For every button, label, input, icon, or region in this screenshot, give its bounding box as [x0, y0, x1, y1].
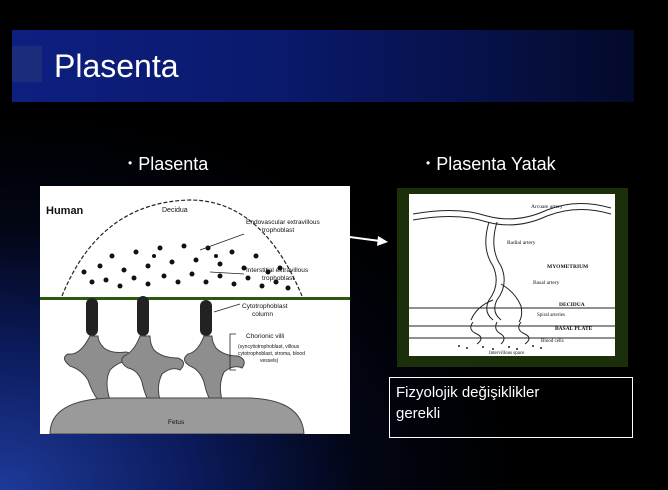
title-accent-square: [12, 46, 42, 82]
label-myometrium: MYOMETRIUM: [547, 264, 589, 270]
label-arcuate-artery: Arcuate artery: [531, 204, 563, 210]
bullet-dot-icon: •: [128, 156, 132, 170]
placenta-bed-diagram: Arcuate artery Radial artery MYOMETRIUM …: [397, 188, 628, 367]
bullet-placenta: • Plasenta: [128, 152, 208, 175]
label-villi-4: vessels): [260, 358, 279, 364]
label-endovascular: Endovascular extravillous: [246, 219, 320, 226]
label-interstitial-2: trophoblast: [262, 275, 294, 282]
label-chorionic-villi: Chorionic villi: [246, 333, 284, 340]
slide-title: Plasenta: [54, 46, 179, 86]
label-basal-plate: BASAL PLATE: [555, 326, 593, 332]
label-interstitial: Interstitial extravillous: [246, 267, 309, 274]
label-decidua-bed: DECIDUA: [559, 302, 585, 308]
label-endovascular-2: trophoblast: [262, 227, 294, 234]
caption-line-1: Fizyolojik değişiklikler: [396, 382, 626, 403]
label-cytotrophoblast-2: column: [252, 311, 273, 318]
label-radial-artery: Radial artery: [507, 240, 536, 246]
label-fetus: Fetus: [168, 419, 185, 426]
label-cytotrophoblast: Cytotrophoblast: [242, 303, 288, 310]
bullet-placenta-bed: • Plasenta Yatak: [426, 152, 556, 175]
bullet-label: Plasenta: [138, 154, 208, 174]
pointer-arrow-icon: [340, 232, 390, 246]
label-blood-cells: Blood cells: [541, 339, 564, 344]
label-villi-2: (syncytiotrophoblast, villous: [238, 344, 300, 350]
bullet-dot-icon: •: [426, 156, 430, 170]
label-intervillous-space: Intervillous space: [489, 351, 525, 356]
placenta-bed-svg: Arcuate artery Radial artery MYOMETRIUM …: [397, 188, 628, 367]
label-villi-3: cytotrophoblast, stroma, blood: [238, 351, 305, 357]
label-decidua: Decidua: [162, 207, 188, 214]
label-human: Human: [46, 205, 84, 217]
label-basal-artery: Basal artery: [533, 280, 560, 286]
placenta-diagram: Human Decidua Endovascular extravillous …: [40, 186, 350, 434]
placenta-diagram-svg: Human Decidua Endovascular extravillous …: [40, 186, 350, 434]
label-spiral-arteries: Spiral arteries: [537, 313, 565, 318]
caption-line-2: gerekli: [396, 403, 626, 424]
caption-box: Fizyolojik değişiklikler gerekli: [389, 377, 633, 438]
bullet-label: Plasenta Yatak: [436, 154, 555, 174]
